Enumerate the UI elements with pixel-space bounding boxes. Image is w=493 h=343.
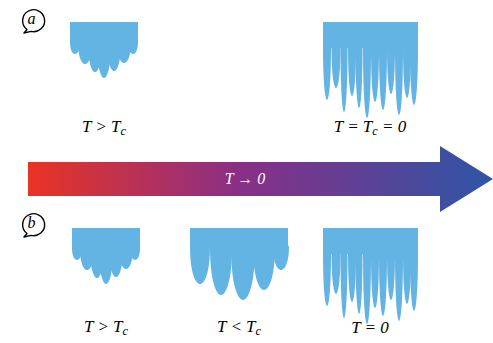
ice-band (72, 228, 140, 250)
ice-band (70, 22, 138, 44)
icicle (253, 246, 275, 290)
icicle (231, 246, 255, 300)
icicle (341, 252, 348, 318)
icicle (356, 46, 363, 108)
icicle (273, 246, 289, 270)
icicle (371, 46, 379, 102)
icicle (128, 42, 138, 54)
icicle-group-low-temperature (190, 228, 289, 300)
icicle (395, 252, 403, 321)
icicle (403, 46, 411, 98)
temperature-label: T = 0 (351, 318, 389, 338)
temperature-label: T = Tc = 0 (334, 117, 407, 140)
icicle (356, 252, 363, 314)
icicle (323, 252, 331, 306)
ice-band (323, 22, 418, 48)
panel-letter: a (19, 7, 46, 34)
icicle (410, 252, 418, 311)
icicle (348, 46, 356, 96)
temperature-label: T > Tc (84, 317, 128, 340)
temperature-label: T < Tc (217, 317, 261, 340)
icicle (410, 46, 418, 105)
icicle (348, 252, 356, 302)
icicle (341, 46, 348, 112)
ice-band (323, 228, 418, 254)
icicle (395, 46, 403, 115)
arrow-label: T → 0 (225, 170, 266, 188)
icicle (379, 252, 387, 316)
icicle (363, 252, 371, 324)
icicle (130, 248, 140, 260)
bubble-outline (23, 10, 45, 33)
arrow-body (28, 146, 493, 212)
icicle (379, 46, 387, 110)
icicle-group-high-temperature (70, 22, 138, 78)
bubble-outline (23, 214, 45, 237)
panel-letter-text: b (28, 214, 36, 232)
icicle-group-zero-temperature (323, 228, 418, 324)
icicle-group-high-temperature (72, 228, 140, 284)
temperature-arrow: T → 0 (28, 146, 493, 212)
icicle (371, 252, 379, 308)
icicle-group-zero-temperature (323, 22, 418, 118)
icicle (332, 252, 341, 294)
panel-letter-text: a (28, 10, 36, 28)
panel-letter: b (19, 211, 46, 238)
icicle (387, 252, 395, 300)
icicle (332, 46, 341, 88)
icicle (387, 46, 395, 94)
ice-band (190, 228, 288, 248)
icicle (403, 252, 411, 304)
icicle (363, 46, 371, 118)
icicle (210, 246, 232, 295)
icicle (190, 246, 210, 284)
icicle (323, 46, 331, 100)
temperature-label: T > Tc (82, 117, 126, 140)
